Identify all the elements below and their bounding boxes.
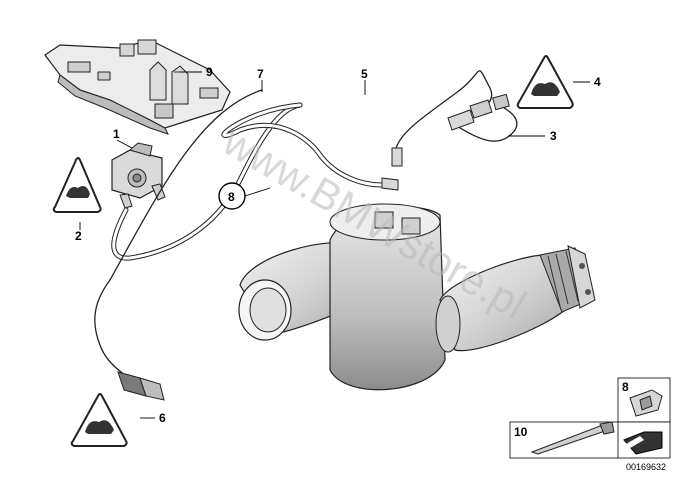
connector-illustration: [117, 371, 165, 401]
callout-circle-8: [218, 182, 246, 210]
callout-10: 10: [514, 425, 528, 439]
warning-triangle-2: [52, 157, 102, 213]
callout-5: 5: [361, 67, 368, 81]
callout-7: 7: [257, 67, 264, 81]
callout-2: 2: [75, 229, 82, 243]
callout-3: 3: [550, 129, 557, 143]
legend-box-10: 10: [509, 421, 671, 459]
callout-9: 9: [206, 65, 213, 79]
hoses-and-cables: [94, 70, 518, 376]
callout-6: 6: [159, 411, 166, 425]
warning-triangle-4: [516, 55, 574, 109]
legend-box-8: 8: [617, 377, 671, 423]
exhaust-sensors-illustration: [381, 93, 510, 191]
callout-8: 8: [228, 190, 235, 204]
pressure-sensor-illustration: [111, 142, 166, 209]
control-unit-illustration: [44, 39, 231, 135]
warning-triangle-6: [70, 393, 128, 447]
callout-4: 4: [594, 75, 601, 89]
legend-8-number: 8: [622, 380, 629, 394]
diagram-number: 00169632: [626, 462, 666, 472]
callout-1: 1: [113, 127, 120, 141]
leader-lines: [79, 71, 590, 419]
callout-labels: 1 2 3 4 5 6 7 8 9: [75, 65, 601, 425]
particulate-filter-illustration: [238, 203, 596, 391]
